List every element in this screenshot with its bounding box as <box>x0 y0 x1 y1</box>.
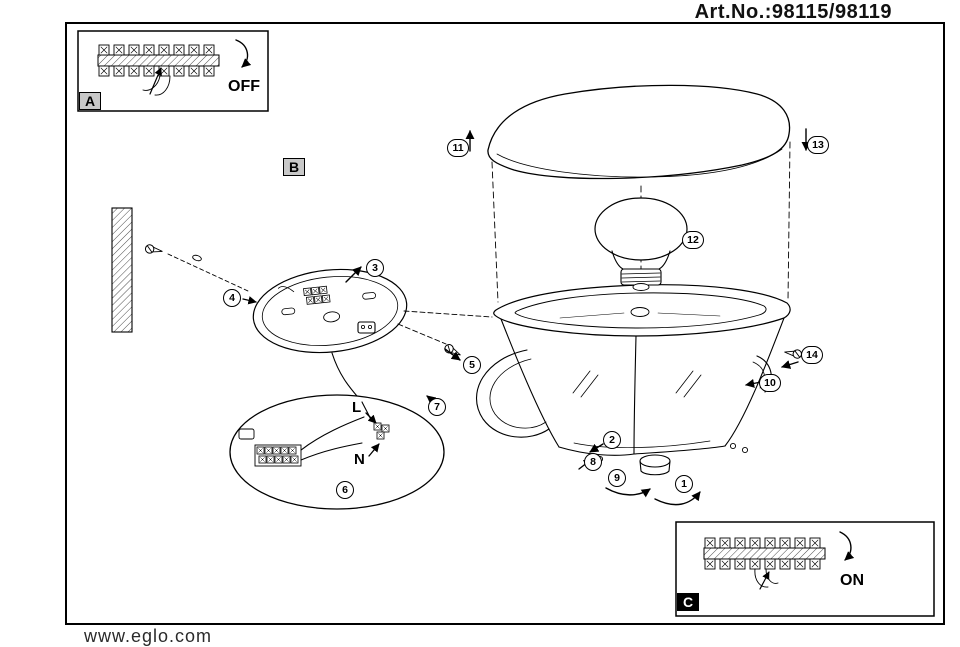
callout-3: 3 <box>366 259 384 277</box>
callout-6: 6 <box>336 481 354 499</box>
diagram-frame <box>65 22 945 625</box>
rotate-on-arrow <box>839 531 855 561</box>
mounting-arm <box>476 349 550 438</box>
neutral-wire-label: N <box>354 451 365 468</box>
callout-1: 1 <box>675 475 693 493</box>
callout-9: 9 <box>608 469 626 487</box>
glass-shine-right <box>675 370 702 398</box>
assembly-leader-lines <box>397 310 493 360</box>
inset-a-diagram <box>77 30 269 112</box>
section-a-label: A <box>79 92 101 110</box>
callout-8: 8 <box>584 453 602 471</box>
live-wire-arrow <box>365 412 377 424</box>
mounting-plate <box>252 268 408 354</box>
rotate-off-arrow <box>235 39 252 68</box>
on-state-label: ON <box>840 572 864 589</box>
section-c-label: C <box>677 593 699 611</box>
callout-7: 7 <box>428 398 446 416</box>
callout-11: 11 <box>447 139 469 157</box>
lamp-holder <box>630 307 650 317</box>
glass-shade <box>487 84 791 180</box>
callout-12: 12 <box>682 231 704 249</box>
callout-13: 13 <box>807 136 829 154</box>
wiring-detail-view <box>229 394 445 510</box>
section-b-label: B <box>283 158 305 176</box>
live-wire-label: L <box>352 399 362 416</box>
callout-5: 5 <box>463 356 481 374</box>
callout-2: 2 <box>603 431 621 449</box>
article-number: Art.No.:98115/98119 <box>694 1 892 23</box>
wall-section <box>111 207 257 333</box>
inset-c-diagram <box>675 521 935 617</box>
glass-shine-left <box>572 370 599 398</box>
off-state-label: OFF <box>228 78 260 95</box>
lamp-housing <box>493 284 791 456</box>
cable-clamp <box>357 321 376 334</box>
website-url: www.eglo.com <box>84 626 213 646</box>
light-bulb <box>594 197 688 291</box>
neutral-wire-arrow <box>368 443 380 457</box>
callout-10: 10 <box>759 374 781 392</box>
callout-14: 14 <box>801 346 823 364</box>
callout-4: 4 <box>223 289 241 307</box>
